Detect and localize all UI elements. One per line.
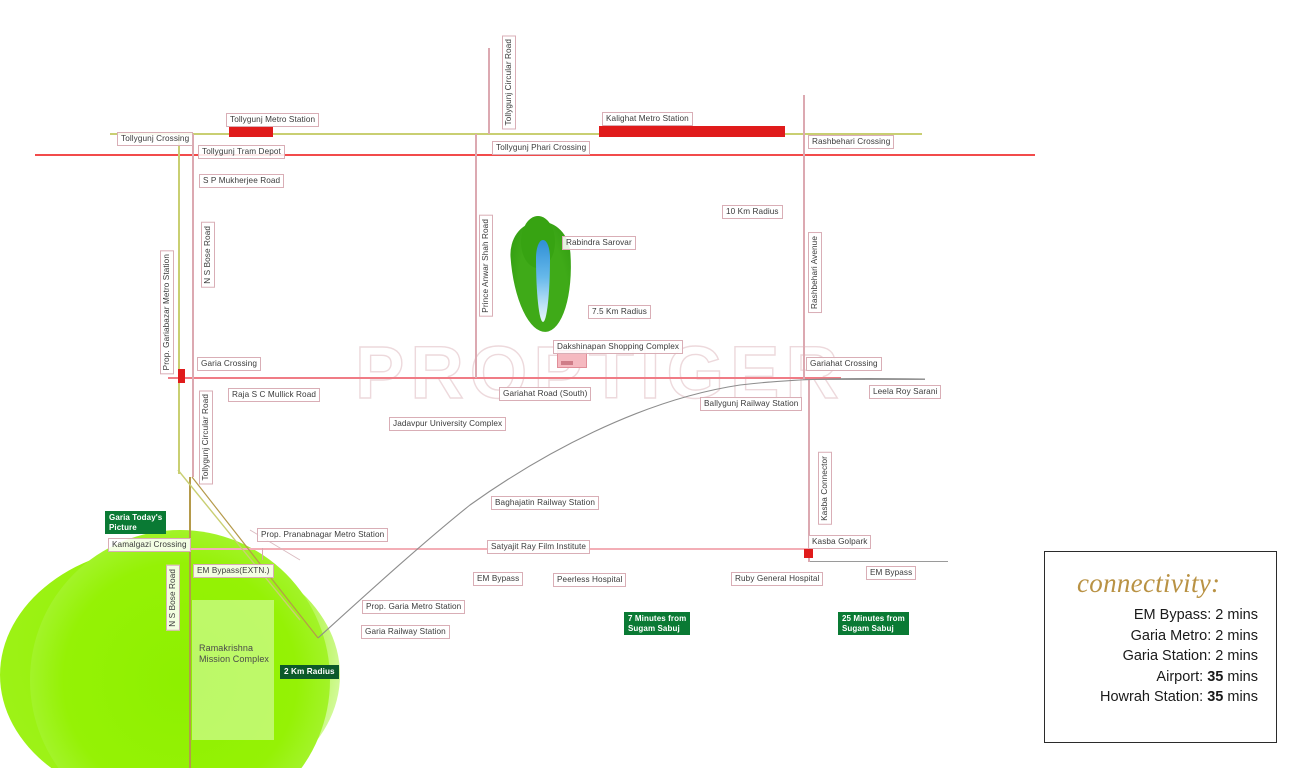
connectivity-value: 2 xyxy=(1215,627,1224,644)
map-label-ballygunj-railway-station: Ballygunj Railway Station xyxy=(700,397,803,411)
connectivity-value: 2 xyxy=(1215,607,1224,623)
map-label-two-km-radius: 2 Km Radius xyxy=(280,665,339,679)
location-map: PROPTIGER xyxy=(0,35,1035,768)
map-label-tollygunj-metro-station: Tollygunj Metro Station xyxy=(226,113,320,127)
map-label-ns-bose-road-north: N S Bose Road xyxy=(201,222,215,288)
connectivity-row: Garia Metro: 2 mins xyxy=(1059,626,1262,647)
ruby-crossing-dot xyxy=(804,549,813,558)
connectivity-label: Howrah Station: xyxy=(1100,689,1204,705)
map-label-ten-km-radius: 10 Km Radius xyxy=(722,205,783,219)
connectivity-label: EM Bypass: xyxy=(1133,607,1212,623)
map-label-tollygunj-tram-depot: Tollygunj Tram Depot xyxy=(198,145,285,159)
garia-crossing-metro-dot xyxy=(178,369,185,383)
connectivity-label: Garia Station: xyxy=(1122,648,1212,664)
road-tollygunj-circular-lower xyxy=(192,377,194,477)
connectivity-row: Howrah Station: 35 mins xyxy=(1059,687,1262,708)
map-label-tollygunj-circular-road: Tollygunj Circular Road xyxy=(502,35,516,130)
rail-and-bypass-curves xyxy=(177,377,926,639)
road-tollygunj-circular-top xyxy=(488,48,490,134)
map-label-jadavpur-university: Jadavpur University Complex xyxy=(389,417,507,431)
map-label-leela-roy-sarani: Leela Roy Sarani xyxy=(869,385,942,399)
road-leela-roy-sarani xyxy=(805,379,925,380)
map-label-garia-railway-station: Garia Railway Station xyxy=(361,625,450,639)
map-label-kalighat-metro-station: Kalighat Metro Station xyxy=(602,112,693,126)
connectivity-value: 2 xyxy=(1215,648,1224,664)
map-label-kasba-golpark: Kasba Golpark xyxy=(808,535,872,549)
map-label-prop-garia-metro-station: Prop. Garia Metro Station xyxy=(362,600,466,614)
connectivity-label: Garia Metro: xyxy=(1130,627,1212,644)
road-rashbehari-avenue xyxy=(803,95,805,380)
road-metro-olive xyxy=(110,133,922,135)
map-label-tollygunj-circular-road-2: Tollygunj Circular Road xyxy=(199,390,213,485)
tollygunj-metro-bar xyxy=(229,126,273,137)
road-phari-connector xyxy=(475,134,477,156)
map-label-prop-pranabnagar-metro: Prop. Pranabnagar Metro Station xyxy=(257,528,389,542)
map-label-rashbehari-avenue: Rashbehari Avenue xyxy=(808,232,822,314)
map-label-gariahat-crossing: Gariahat Crossing xyxy=(806,357,882,371)
road-em-bypass-lower xyxy=(808,561,948,562)
connectivity-unit: mins xyxy=(1227,689,1258,705)
map-label-ns-bose-road-south: N S Bose Road xyxy=(166,565,180,631)
map-label-dakshinapan-shopping: Dakshinapan Shopping Complex xyxy=(553,340,684,354)
kalighat-metro-bar xyxy=(599,126,785,137)
connectivity-unit: mins xyxy=(1227,648,1258,664)
map-label-garia-crossing: Garia Crossing xyxy=(197,357,262,371)
connectivity-title: connectivity: xyxy=(1077,568,1221,598)
road-top-red xyxy=(35,154,1035,156)
map-label-ruby-general-hospital: Ruby General Hospital xyxy=(731,572,824,586)
road-gariahat-raja-sc-mullick xyxy=(168,377,841,379)
road-prop-gariabazar-metro-line xyxy=(178,134,180,474)
map-label-sp-mukherjee-road: S P Mukherjee Road xyxy=(199,174,285,188)
road-sp-mukherjee-ns-bose xyxy=(192,134,194,384)
map-label-tollygunj-phari-crossing: Tollygunj Phari Crossing xyxy=(492,141,591,155)
map-label-prop-gariabazar-metro: Prop. Gariabazar Metro Station xyxy=(160,250,174,375)
connectivity-value: 35 xyxy=(1207,668,1224,685)
connectivity-unit: mins xyxy=(1227,668,1258,685)
road-em-bypass-extn-vertical xyxy=(262,548,263,560)
map-label-em-bypass-center: EM Bypass xyxy=(473,572,524,586)
map-label-kamalgazi-crossing: Kamalgazi Crossing xyxy=(108,538,191,552)
connectivity-row: EM Bypass: 2 mins xyxy=(1059,605,1262,626)
map-label-kasba-connector: Kasba Connector xyxy=(818,452,832,525)
map-label-rashbehari-crossing: Rashbehari Crossing xyxy=(808,135,895,149)
connectivity-row: Airport: 35 mins xyxy=(1059,667,1262,688)
connectivity-unit: mins xyxy=(1227,627,1258,644)
project-site-block xyxy=(192,600,274,740)
road-ns-bose-south xyxy=(189,477,191,768)
map-label-em-bypass-extn: EM Bypass(EXTN.) xyxy=(193,564,274,578)
map-label-prince-anwar-shah-road: Prince Anwar Shah Road xyxy=(479,215,493,317)
rabindra-sarovar-lake xyxy=(508,216,576,334)
map-label-peerless-hospital: Peerless Hospital xyxy=(553,573,627,587)
connectivity-label: Airport: xyxy=(1156,668,1204,685)
road-prince-anwar-shah xyxy=(475,154,477,378)
map-label-seven-five-km-radius: 7.5 Km Radius xyxy=(588,305,651,319)
map-label-tollygunj-crossing: Tollygunj Crossing xyxy=(117,132,194,146)
connectivity-unit: mins xyxy=(1227,607,1258,623)
map-label-rabindra-sarovar: Rabindra Sarovar xyxy=(562,236,636,250)
road-kasba-connector xyxy=(808,379,810,562)
map-label-baghajatin-railway-station: Baghajatin Railway Station xyxy=(491,496,599,510)
map-label-gariahat-road-south: Gariahat Road (South) xyxy=(499,387,592,401)
map-label-raja-sc-mullick-road: Raja S C Mullick Road xyxy=(228,388,321,402)
connectivity-value: 35 xyxy=(1207,689,1224,705)
two-km-radius-glow xyxy=(30,530,330,768)
map-label-em-bypass-right: EM Bypass xyxy=(866,566,917,580)
connectivity-row: Garia Station: 2 mins xyxy=(1059,646,1262,667)
map-label-satyajit-ray-film-institute: Satyajit Ray Film Institute xyxy=(487,540,591,554)
